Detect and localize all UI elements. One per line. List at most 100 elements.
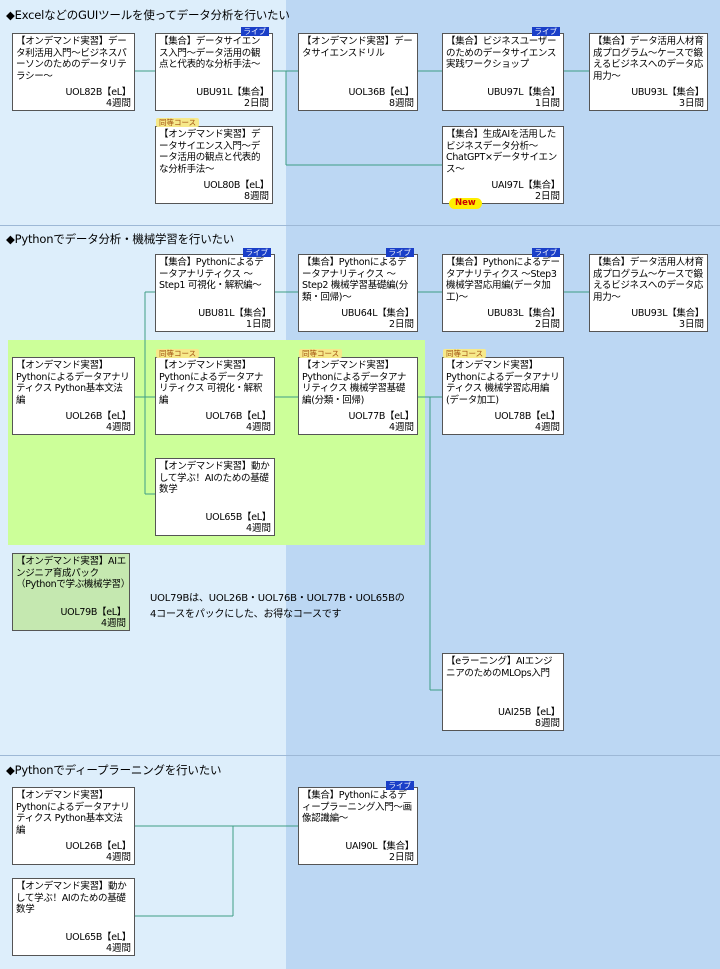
course-code: UBU64L【集合】 [341,308,414,319]
live-badge: ライブ [531,248,560,257]
course-title: 【オンデマンド実習】動かして学ぶ！AIのための基礎数学 [159,461,270,495]
course-code: UOL80B【eL】 [203,180,270,191]
course-code: UAI25B【eL】 [498,707,560,718]
course-duration: 8週間 [243,191,269,202]
course-duration: 3日間 [678,319,704,330]
section-title-gui: ◆ExcelなどのGUIツールを使ってデータ分析を行いたい [6,8,290,22]
course-title: 【オンデマンド実習】Pythonによるデータアナリティクス 可視化・解釈編 [159,360,264,406]
course-duration: 4週間 [105,422,131,433]
course-duration: 2日間 [388,852,414,863]
live-badge: ライブ [531,27,560,36]
course-card-uol80b[interactable]: 同等コース 【オンデマンド実習】データサイエンス入門〜データ活用の観点と代表的な… [155,118,273,204]
course-card-uol26b[interactable]: 【オンデマンド実習】Pythonによるデータアナリティクス Python基本文法… [12,357,135,435]
course-title: 【集合】Pythonによるデータアナリティクス 〜Step2 機械学習基礎編(分… [302,257,408,303]
course-title: 【オンデマンド実習】データサイエンス入門〜データ活用の観点と代表的な分析手法〜 [159,129,261,175]
section-divider [0,225,720,226]
course-code: UOL79B【eL】 [60,607,127,618]
course-duration: 1日間 [534,98,560,109]
live-badge: ライブ [240,27,269,36]
course-code: UBU81L【集合】 [198,308,271,319]
course-duration: 4週間 [388,422,414,433]
course-code: UAI97L【集合】 [491,180,560,191]
course-title: 【オンデマンド実習】動かして学ぶ！AIのための基礎数学 [16,881,127,915]
course-code: UOL77B【eL】 [348,411,415,422]
course-card-uol65b[interactable]: 【オンデマンド実習】動かして学ぶ！AIのための基礎数学 UOL65B【eL】 4… [155,458,275,536]
course-card-uol77b[interactable]: 同等コース 【オンデマンド実習】Pythonによるデータアナリティクス 機械学習… [298,349,418,435]
equivalent-course-badge: 同等コース [443,349,487,358]
course-duration: 4週間 [105,943,131,954]
course-card-uol78b[interactable]: 同等コース 【オンデマンド実習】Pythonによるデータアナリティクス 機械学習… [442,349,564,435]
course-title: 【集合】Pythonによるデータアナリティクス 〜Step3 機械学習応用編(デ… [446,257,560,303]
course-title: 【集合】データ活用人材育成プログラム〜ケースで鍛えるビジネスへのデータ応用力〜 [593,257,704,303]
course-title: 【集合】データ活用人材育成プログラム〜ケースで鍛えるビジネスへのデータ応用力〜 [593,36,704,82]
course-title: 【オンデマンド実習】データ利活用入門〜ビジネスパーソンのためのデータリテラシー〜 [16,36,127,82]
course-duration: 2日間 [243,98,269,109]
course-card-ubu91l[interactable]: ライブ 【集合】データサイエンス入門〜データ活用の観点と代表的な分析手法〜 UB… [155,27,273,111]
course-code: UOL82B【eL】 [65,87,132,98]
course-code: UAI90L【集合】 [345,841,414,852]
course-code: UOL76B【eL】 [205,411,272,422]
pack-note: UOL79Bは、UOL26B・UOL76B・UOL77B・UOL65Bの 4コー… [150,593,405,620]
course-card-ubu93l-python[interactable]: 【集合】データ活用人材育成プログラム〜ケースで鍛えるビジネスへのデータ応用力〜 … [589,254,708,332]
course-title: 【オンデマンド実習】データサイエンスドリル [302,36,413,59]
course-title: 【集合】ビジネスユーザーのためのデータサイエンス実践ワークショップ [446,36,557,70]
section-title-deep-learning: ◆Pythonでディープラーニングを行いたい [6,763,222,777]
course-code: UBU93L【集合】 [631,308,704,319]
live-badge: ライブ [242,248,271,257]
course-card-uol36b[interactable]: 【オンデマンド実習】データサイエンスドリル UOL36B【eL】 8週間 [298,33,418,111]
course-title: 【集合】Pythonによるディープラーニング入門〜画像認識編〜 [302,790,412,824]
course-code: UBU97L【集合】 [487,87,560,98]
course-card-ubu83l[interactable]: ライブ 【集合】Pythonによるデータアナリティクス 〜Step3 機械学習応… [442,248,564,332]
course-card-uol26b-dl[interactable]: 【オンデマンド実習】Pythonによるデータアナリティクス Python基本文法… [12,787,135,865]
course-duration: 4週間 [100,618,126,629]
live-badge: ライブ [385,248,414,257]
course-card-uol82b[interactable]: 【オンデマンド実習】データ利活用入門〜ビジネスパーソンのためのデータリテラシー〜… [12,33,135,111]
course-card-uol76b[interactable]: 同等コース 【オンデマンド実習】Pythonによるデータアナリティクス 可視化・… [155,349,275,435]
course-title: 【オンデマンド実習】Pythonによるデータアナリティクス 機械学習基礎編(分類… [302,360,407,406]
course-card-ubu97l[interactable]: ライブ 【集合】ビジネスユーザーのためのデータサイエンス実践ワークショップ UB… [442,27,564,111]
course-title: 【集合】データサイエンス入門〜データ活用の観点と代表的な分析手法〜 [159,36,261,70]
course-duration: 2日間 [534,191,560,202]
course-card-uai90l[interactable]: ライブ 【集合】Pythonによるディープラーニング入門〜画像認識編〜 UAI9… [298,781,418,865]
course-code: UOL65B【eL】 [205,512,272,523]
course-card-ubu93l[interactable]: 【集合】データ活用人材育成プログラム〜ケースで鍛えるビジネスへのデータ応用力〜 … [589,33,708,111]
equivalent-course-badge: 同等コース [299,349,343,358]
course-card-uai97l[interactable]: 【集合】生成AIを活用したビジネスデータ分析〜ChatGPT×データサイエンス〜… [442,126,564,209]
course-code: UBU93L【集合】 [631,87,704,98]
course-card-ubu64l[interactable]: ライブ 【集合】Pythonによるデータアナリティクス 〜Step2 機械学習基… [298,248,418,332]
course-duration: 2日間 [388,319,414,330]
course-title: 【集合】Pythonによるデータアナリティクス 〜Step1 可視化・解釈編〜 [159,257,264,291]
course-title: 【集合】生成AIを活用したビジネスデータ分析〜ChatGPT×データサイエンス〜 [446,129,557,175]
course-card-uol79b[interactable]: 【オンデマンド実習】AIエンジニア育成パック（Pythonで学ぶ機械学習） UO… [12,553,130,631]
course-title: 【オンデマンド実習】AIエンジニア育成パック（Pythonで学ぶ機械学習） [16,556,130,590]
course-duration: 3日間 [678,98,704,109]
equivalent-course-badge: 同等コース [156,118,200,127]
course-title: 【eラーニング】AIエンジニアのためのMLOps入門 [446,656,553,679]
section-divider [0,755,720,756]
equivalent-course-badge: 同等コース [156,349,200,358]
course-code: UOL26B【eL】 [65,411,132,422]
course-card-ubu81l[interactable]: ライブ 【集合】Pythonによるデータアナリティクス 〜Step1 可視化・解… [155,248,275,332]
live-badge: ライブ [385,781,414,790]
course-duration: 4週間 [245,523,271,534]
new-badge: New [449,198,482,209]
course-card-uai25b[interactable]: 【eラーニング】AIエンジニアのためのMLOps入門 UAI25B【eL】 8週… [442,653,564,731]
course-code: UBU91L【集合】 [196,87,269,98]
course-title: 【オンデマンド実習】Pythonによるデータアナリティクス 機械学習応用編(デー… [446,360,560,406]
course-duration: 4週間 [245,422,271,433]
course-duration: 8週間 [388,98,414,109]
course-duration: 8週間 [534,718,560,729]
course-duration: 4週間 [534,422,560,433]
course-code: UBU83L【集合】 [487,308,560,319]
section-title-python-ml: ◆Pythonでデータ分析・機械学習を行いたい [6,232,235,246]
course-title: 【オンデマンド実習】Pythonによるデータアナリティクス Python基本文法… [16,790,130,836]
course-code: UOL78B【eL】 [494,411,561,422]
course-code: UOL65B【eL】 [65,932,132,943]
course-code: UOL26B【eL】 [65,841,132,852]
course-title: 【オンデマンド実習】Pythonによるデータアナリティクス Python基本文法… [16,360,130,406]
course-duration: 4週間 [105,852,131,863]
course-duration: 2日間 [534,319,560,330]
course-code: UOL36B【eL】 [348,87,415,98]
course-card-uol65b-dl[interactable]: 【オンデマンド実習】動かして学ぶ！AIのための基礎数学 UOL65B【eL】 4… [12,878,135,956]
course-duration: 1日間 [245,319,271,330]
